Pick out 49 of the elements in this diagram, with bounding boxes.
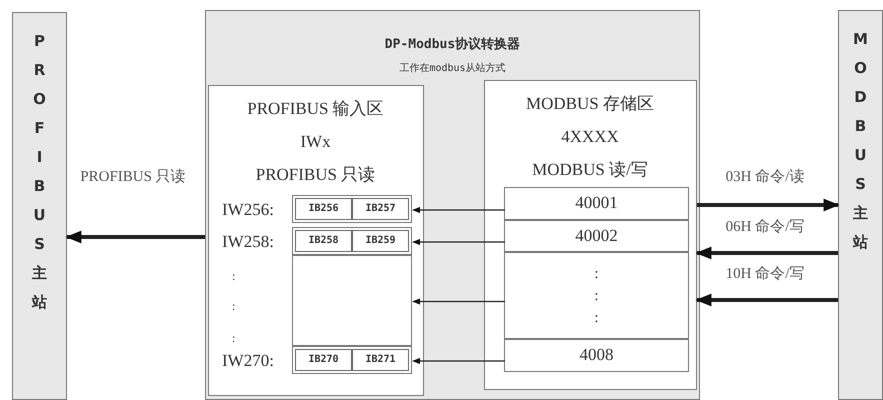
area-heading: 4XXXX bbox=[560, 126, 620, 148]
panel-subtitle: 工作在modbus从站方式 bbox=[398, 62, 507, 75]
memory-area-panel bbox=[208, 84, 424, 396]
area-heading: PROFIBUS 只读 bbox=[254, 164, 376, 186]
ellipsis-mark: : bbox=[593, 265, 600, 284]
register-label: IW256: bbox=[222, 199, 274, 221]
vertical-label: PROFIBUS主站 bbox=[32, 31, 47, 313]
area-heading: MODBUS 读/写 bbox=[531, 158, 649, 180]
arrow bbox=[412, 298, 505, 305]
area-heading: PROFIBUS 输入区 bbox=[246, 98, 385, 120]
panel-title: DP-Modbus协议转换器 bbox=[384, 36, 522, 53]
register-row bbox=[504, 252, 689, 339]
register-address: 4008 bbox=[578, 344, 614, 366]
register-row bbox=[292, 255, 412, 346]
register-address: 40002 bbox=[574, 225, 619, 247]
arrow bbox=[697, 198, 840, 212]
register-address: 40001 bbox=[574, 192, 619, 214]
byte-cell: IB271 bbox=[352, 349, 409, 371]
register-label: : bbox=[232, 268, 236, 285]
register-row bbox=[504, 220, 689, 252]
area-heading: IWx bbox=[299, 130, 332, 152]
byte-cell: IB270 bbox=[295, 349, 352, 371]
register-row bbox=[504, 187, 689, 220]
byte-cell: IB259 bbox=[352, 230, 409, 252]
arrow bbox=[695, 294, 838, 306]
byte-cell: IB258 bbox=[295, 230, 352, 252]
register-row bbox=[504, 339, 689, 372]
register-label: IW258: bbox=[222, 231, 274, 253]
register-row bbox=[292, 346, 412, 374]
arrow bbox=[65, 230, 205, 244]
register-label: : bbox=[232, 298, 236, 315]
master-station-bar bbox=[838, 10, 883, 400]
register-row bbox=[292, 227, 412, 255]
register-label: IW270: bbox=[222, 350, 274, 372]
master-station-bar bbox=[12, 12, 67, 400]
arrow bbox=[695, 246, 838, 260]
vertical-label: MODBUS主站 bbox=[853, 29, 868, 253]
register-row bbox=[292, 195, 412, 223]
converter-panel bbox=[205, 10, 700, 400]
byte-cell: IB256 bbox=[295, 198, 352, 220]
arrow bbox=[412, 206, 505, 214]
arrow bbox=[412, 358, 505, 364]
memory-area-panel bbox=[484, 80, 696, 390]
ellipsis-mark: : bbox=[593, 287, 600, 306]
ellipsis-mark: : bbox=[593, 309, 600, 328]
arrow bbox=[412, 238, 505, 246]
register-label: : bbox=[232, 330, 236, 347]
byte-cell: IB257 bbox=[352, 198, 409, 220]
area-heading: MODBUS 存储区 bbox=[525, 92, 655, 114]
